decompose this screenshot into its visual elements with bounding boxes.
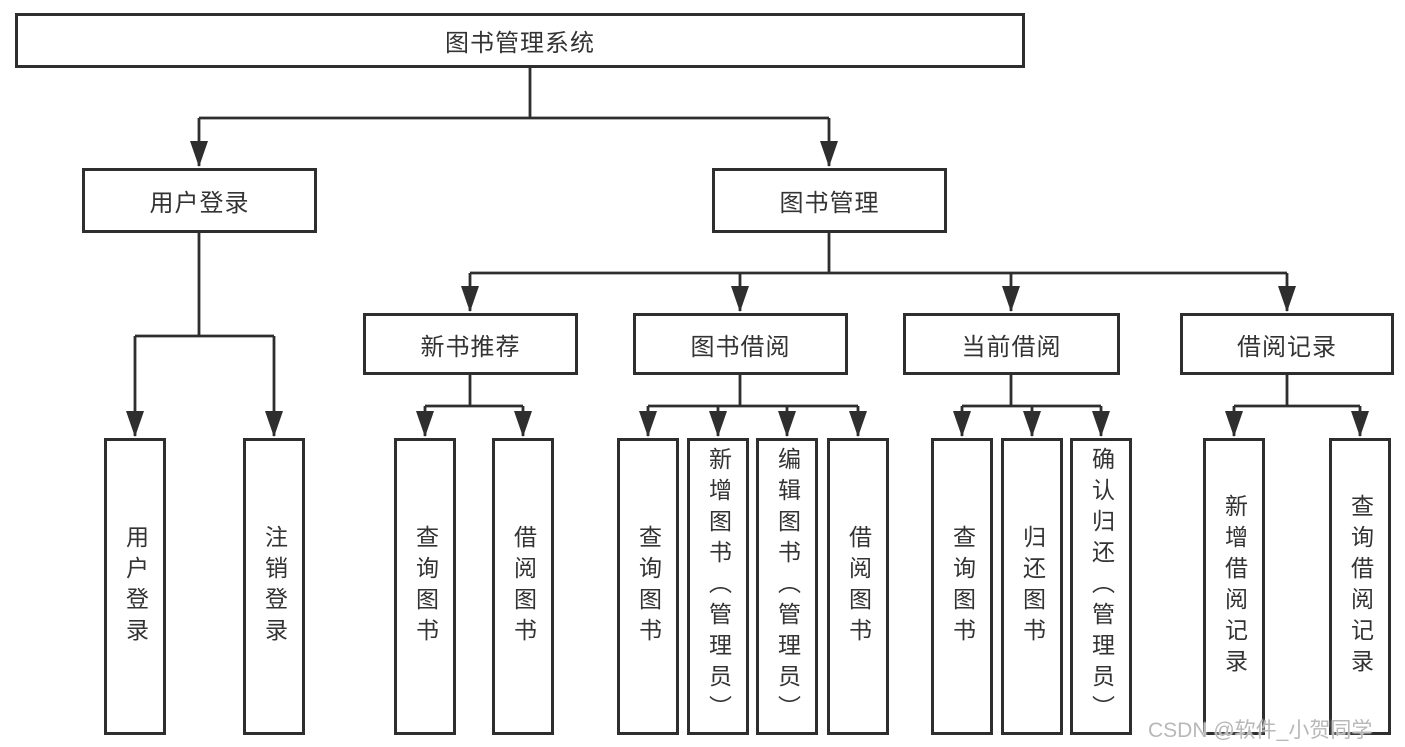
leaf-query-books-borrow: 查询图书: [617, 438, 679, 735]
leaf-borrow-books-recommend: 借阅图书: [492, 438, 554, 735]
node-user-login: 用户登录: [82, 168, 317, 233]
csdn-watermark: CSDN @软件_小贺同学: [1148, 719, 1373, 742]
node-root-library-system: 图书管理系统: [15, 13, 1025, 68]
node-borrow-records: 借阅记录: [1180, 313, 1394, 375]
leaf-edit-book-admin: 编辑图书（管理员）: [756, 438, 818, 735]
node-book-borrow: 图书借阅: [633, 313, 848, 375]
node-new-book-recommend: 新书推荐: [363, 313, 578, 375]
leaf-query-borrow-record: 查询借阅记录: [1329, 438, 1391, 735]
leaf-query-books-current: 查询图书: [931, 438, 993, 735]
leaf-query-books-recommend: 查询图书: [394, 438, 456, 735]
leaf-add-book-admin: 新增图书（管理员）: [687, 438, 749, 735]
leaf-user-login: 用户登录: [104, 438, 166, 735]
leaf-add-borrow-record: 新增借阅记录: [1203, 438, 1265, 735]
leaf-confirm-return-admin: 确认归还（管理员）: [1070, 438, 1132, 735]
leaf-borrow-books: 借阅图书: [827, 438, 889, 735]
leaf-return-books: 归还图书: [1001, 438, 1063, 735]
node-book-management: 图书管理: [712, 168, 947, 233]
leaf-logout: 注销登录: [243, 438, 305, 735]
node-current-borrow: 当前借阅: [903, 313, 1120, 375]
